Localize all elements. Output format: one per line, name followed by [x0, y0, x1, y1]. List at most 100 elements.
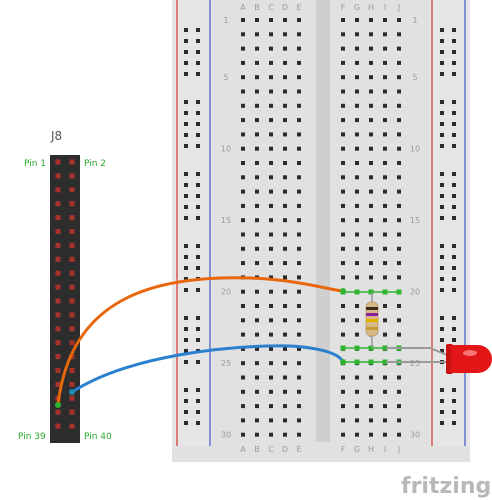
- breadboard-hole[interactable]: [297, 103, 301, 108]
- rail-hole[interactable]: [196, 360, 200, 364]
- breadboard-hole[interactable]: [355, 46, 359, 51]
- rail-hole[interactable]: [196, 183, 200, 187]
- breadboard-hole[interactable]: [255, 232, 259, 237]
- breadboard-hole[interactable]: [283, 175, 287, 180]
- breadboard-hole[interactable]: [241, 346, 245, 351]
- rail-hole[interactable]: [184, 172, 188, 176]
- led[interactable]: [386, 344, 492, 374]
- breadboard-hole[interactable]: [283, 289, 287, 294]
- breadboard-hole[interactable]: [241, 318, 245, 323]
- rail-hole[interactable]: [184, 50, 188, 54]
- breadboard-hole[interactable]: [297, 389, 301, 394]
- breadboard-hole[interactable]: [383, 118, 387, 123]
- rail-hole[interactable]: [452, 421, 456, 425]
- breadboard-hole[interactable]: [241, 332, 245, 337]
- rail-hole[interactable]: [452, 255, 456, 259]
- breadboard-hole[interactable]: [383, 175, 387, 180]
- breadboard-hole[interactable]: [269, 132, 273, 137]
- breadboard-hole[interactable]: [369, 404, 373, 409]
- breadboard-hole[interactable]: [241, 175, 245, 180]
- breadboard-hole[interactable]: [341, 418, 345, 423]
- breadboard-hole[interactable]: [255, 304, 259, 308]
- breadboard-hole[interactable]: [241, 404, 245, 409]
- breadboard-hole[interactable]: [255, 18, 259, 22]
- rail-hole[interactable]: [196, 216, 200, 220]
- breadboard-hole[interactable]: [397, 46, 401, 51]
- breadboard-hole[interactable]: [269, 432, 273, 437]
- breadboard-hole[interactable]: [369, 146, 373, 151]
- rail-hole[interactable]: [184, 349, 188, 353]
- breadboard-hole[interactable]: [355, 75, 359, 80]
- breadboard-hole[interactable]: [355, 275, 359, 280]
- rail-hole[interactable]: [440, 216, 444, 220]
- breadboard-hole[interactable]: [383, 432, 387, 437]
- breadboard-hole[interactable]: [369, 18, 373, 22]
- rail-hole[interactable]: [196, 388, 200, 392]
- rail-hole[interactable]: [440, 100, 444, 104]
- rail-hole[interactable]: [184, 111, 188, 115]
- rail-hole[interactable]: [184, 277, 188, 281]
- breadboard-hole[interactable]: [255, 175, 259, 180]
- header-pin[interactable]: [55, 159, 61, 165]
- breadboard-hole[interactable]: [255, 332, 259, 337]
- rail-hole[interactable]: [196, 399, 200, 403]
- breadboard-hole[interactable]: [283, 275, 287, 280]
- header-pin[interactable]: [69, 340, 75, 346]
- rail-hole[interactable]: [184, 194, 188, 198]
- breadboard-hole[interactable]: [369, 46, 373, 51]
- breadboard-hole[interactable]: [297, 232, 301, 237]
- rail-hole[interactable]: [452, 39, 456, 43]
- breadboard-hole[interactable]: [283, 89, 287, 94]
- breadboard-hole[interactable]: [297, 75, 301, 80]
- rail-hole[interactable]: [440, 255, 444, 259]
- breadboard-hole[interactable]: [369, 89, 373, 94]
- breadboard-hole[interactable]: [255, 218, 259, 223]
- header-pin[interactable]: [55, 270, 61, 276]
- rail-hole[interactable]: [440, 205, 444, 209]
- breadboard-hole[interactable]: [397, 132, 401, 137]
- breadboard-hole[interactable]: [241, 75, 245, 80]
- header-pin[interactable]: [55, 368, 61, 373]
- breadboard-hole[interactable]: [369, 175, 373, 180]
- breadboard-hole[interactable]: [369, 389, 373, 394]
- breadboard-hole[interactable]: [383, 318, 387, 323]
- breadboard-hole[interactable]: [383, 189, 387, 194]
- rail-hole[interactable]: [452, 399, 456, 403]
- breadboard-hole[interactable]: [341, 218, 345, 223]
- header-pin[interactable]: [55, 173, 61, 179]
- breadboard-hole[interactable]: [255, 432, 259, 437]
- breadboard-hole[interactable]: [383, 275, 387, 280]
- rail-hole[interactable]: [440, 388, 444, 392]
- rail-hole[interactable]: [196, 144, 200, 148]
- breadboard-hole[interactable]: [283, 203, 287, 208]
- breadboard-hole[interactable]: [369, 118, 373, 123]
- rail-hole[interactable]: [452, 410, 456, 414]
- breadboard-hole[interactable]: [355, 261, 359, 266]
- breadboard-hole[interactable]: [269, 218, 273, 223]
- breadboard-hole[interactable]: [397, 332, 401, 337]
- breadboard-hole[interactable]: [397, 89, 401, 94]
- rail-hole[interactable]: [184, 360, 188, 364]
- breadboard-hole[interactable]: [397, 404, 401, 409]
- breadboard-hole[interactable]: [355, 118, 359, 123]
- breadboard-hole[interactable]: [397, 261, 401, 266]
- breadboard-hole[interactable]: [297, 246, 301, 251]
- breadboard-hole[interactable]: [269, 289, 273, 294]
- breadboard-hole[interactable]: [369, 189, 373, 194]
- rail-hole[interactable]: [440, 327, 444, 331]
- breadboard-hole[interactable]: [341, 161, 345, 165]
- blue-wire[interactable]: [71, 344, 345, 394]
- breadboard-hole[interactable]: [283, 418, 287, 423]
- rail-hole[interactable]: [184, 216, 188, 220]
- rail-hole[interactable]: [452, 172, 456, 176]
- rail-hole[interactable]: [196, 72, 200, 76]
- breadboard-hole[interactable]: [297, 118, 301, 123]
- breadboard-hole[interactable]: [383, 246, 387, 251]
- breadboard-hole[interactable]: [341, 432, 345, 437]
- rail-hole[interactable]: [184, 144, 188, 148]
- header-pin[interactable]: [55, 354, 61, 360]
- rail-hole[interactable]: [452, 327, 456, 331]
- breadboard-hole[interactable]: [283, 375, 287, 380]
- breadboard-hole[interactable]: [283, 60, 287, 65]
- breadboard-hole[interactable]: [241, 89, 245, 94]
